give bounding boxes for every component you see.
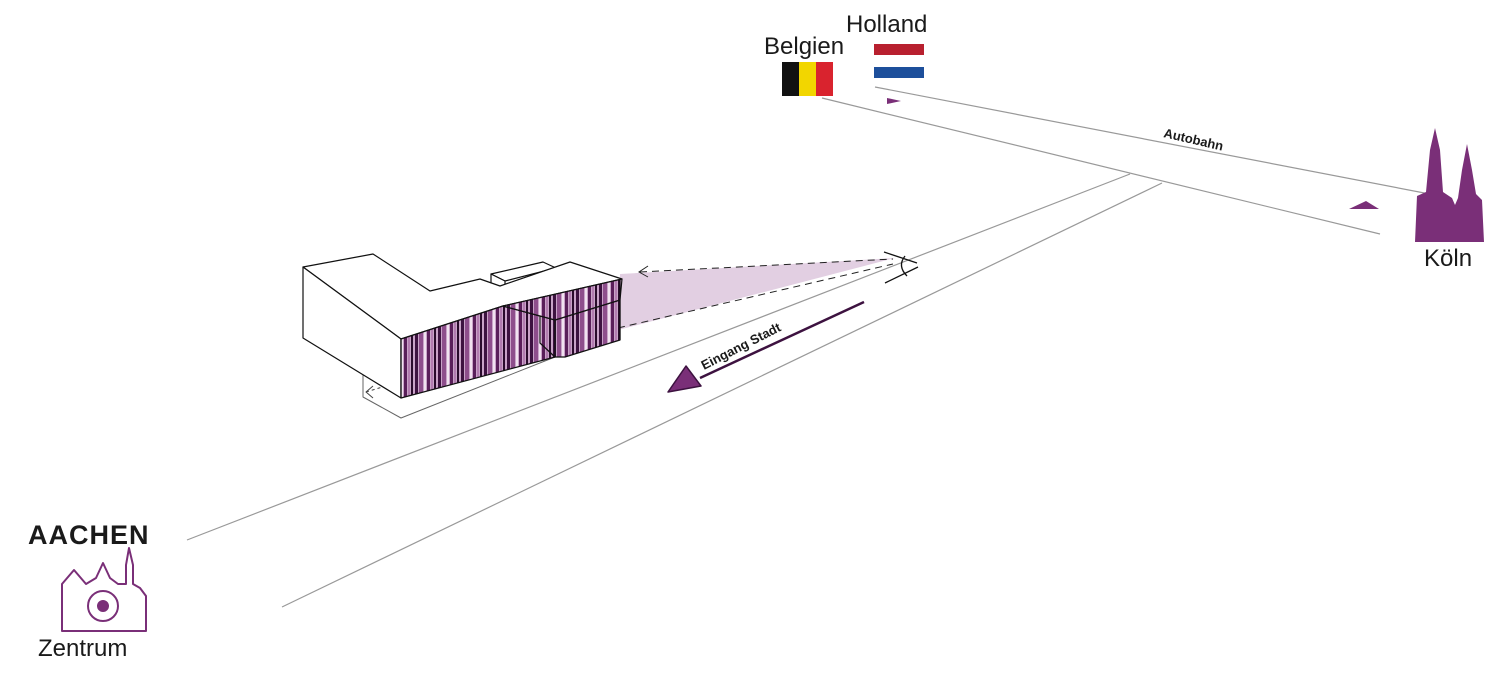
aachen-label: AACHEN (28, 520, 150, 550)
aachen-cathedral-icon (61, 547, 147, 632)
belgien-label: Belgien (764, 33, 844, 60)
cologne-cathedral-icon (1415, 128, 1484, 242)
direction-arrow-icon (667, 365, 702, 393)
direction-arrow-icon (1349, 201, 1379, 209)
autobahn-road (821, 86, 1441, 235)
view-arrowhead (638, 265, 649, 278)
view-line (639, 258, 894, 273)
building-footprint (362, 356, 556, 419)
netherlands-flag-icon (874, 44, 924, 78)
view-cone (618, 258, 895, 330)
autobahn-label: Autobahn (1162, 125, 1225, 153)
building (302, 253, 623, 419)
holland-label: Holland (846, 11, 927, 38)
koeln-label: Köln (1424, 245, 1472, 272)
zentrum-label: Zentrum (38, 635, 127, 662)
direction-arrow-icon (887, 98, 901, 104)
city-road (186, 173, 1163, 608)
entrance-direction-line (699, 300, 865, 380)
belgium-flag-icon (782, 62, 833, 96)
eye-icon (883, 251, 919, 284)
